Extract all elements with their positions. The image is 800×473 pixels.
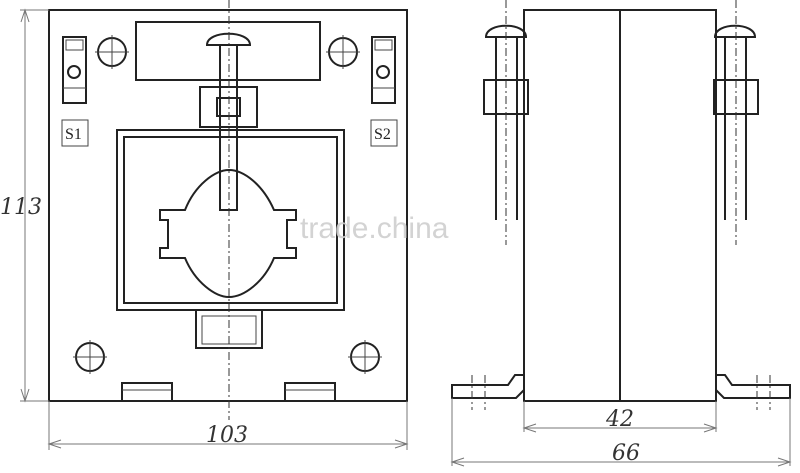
terminal-label-box-left: [61, 119, 89, 147]
nameplate: [135, 21, 321, 81]
terminal-label-s1: S1: [65, 126, 82, 143]
mounting-hole-icon: [73, 340, 107, 374]
side-foot-right: [715, 374, 791, 399]
height-dim-value: 113: [0, 195, 42, 220]
window-inner: [123, 136, 338, 304]
inner-dim-value: 42: [605, 407, 634, 432]
terminal-label-box-right: [370, 119, 398, 147]
side-foot-left: [451, 374, 525, 399]
mounting-hole-icon: [95, 35, 129, 69]
front-view: S1 S2 113: [0, 0, 409, 450]
side-screw-right-icon: [713, 0, 759, 245]
watermark-text: trade.china: [300, 212, 449, 245]
width-dim-value: 103: [206, 423, 248, 448]
mounting-hole-icon: [348, 340, 382, 374]
outer-dim-value: 66: [612, 441, 640, 466]
busbar-opening: [159, 168, 297, 299]
terminal-left-icon: [62, 36, 87, 104]
side-view: 42 66: [450, 0, 792, 467]
front-outer-frame: [48, 9, 408, 402]
foot-tab-right: [284, 382, 336, 402]
terminal-label-s2: S2: [374, 126, 391, 143]
foot-tab-left: [121, 382, 173, 402]
mounting-hole-icon: [326, 35, 360, 69]
terminal-right-icon: [371, 36, 396, 104]
side-screw-left-icon: [483, 0, 529, 245]
